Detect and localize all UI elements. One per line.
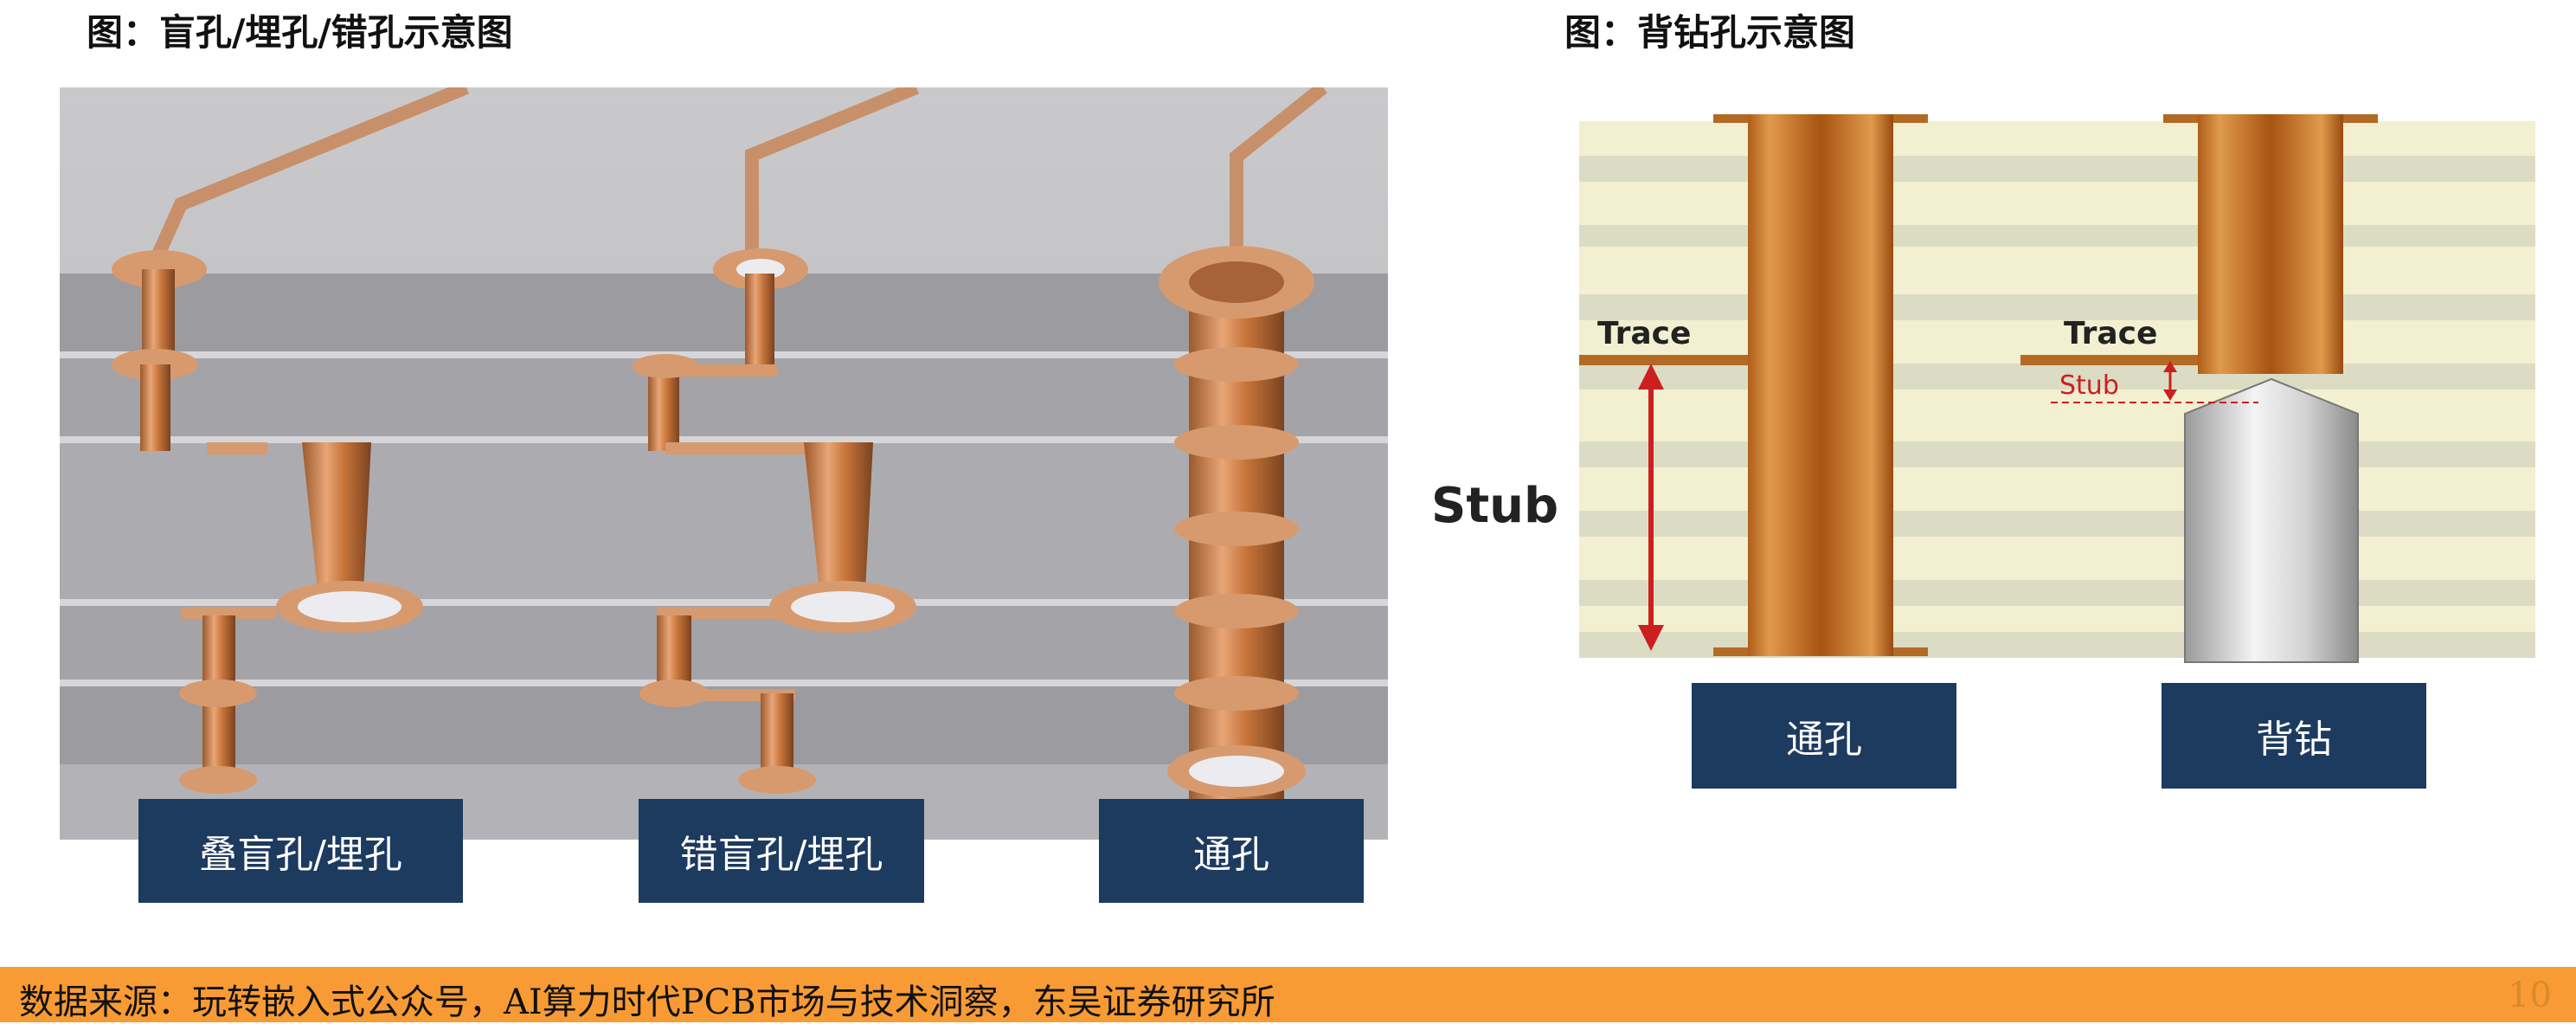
trace-label-right: Trace: [2064, 316, 2157, 351]
trace-label-left: Trace: [1597, 316, 1691, 351]
stub-label-large: Stub: [1431, 478, 1558, 534]
stub-label-small: Stub: [2059, 370, 2119, 401]
data-source-text: 数据来源：玩转嵌入式公众号，AI算力时代PCB市场与技术洞察，东吴证券研究所: [19, 974, 1275, 1024]
label-backdrill: 背钻: [2162, 683, 2426, 789]
label-stacked-blind-buried-via: 叠盲孔/埋孔: [138, 799, 463, 903]
pcb-stackup-layers: [1579, 121, 2535, 658]
figure-title-left: 图：盲孔/埋孔/错孔示意图: [87, 3, 513, 56]
footer-bar: 数据来源：玩转嵌入式公众号，AI算力时代PCB市场与技术洞察，东吴证券研究所 1…: [0, 967, 2576, 1022]
label-through-via-left: 通孔: [1099, 799, 1364, 903]
label-through-via-right: 通孔: [1692, 683, 1956, 789]
backdrill-diagram: Trace Trace Stub Stub: [1428, 104, 2544, 667]
figure-title-right: 图：背钻孔示意图: [1564, 3, 1855, 56]
page-number: 10: [2508, 976, 2552, 1015]
blind-buried-via-diagram: [60, 87, 1388, 840]
label-staggered-blind-buried-via: 错盲孔/埋孔: [639, 799, 924, 903]
